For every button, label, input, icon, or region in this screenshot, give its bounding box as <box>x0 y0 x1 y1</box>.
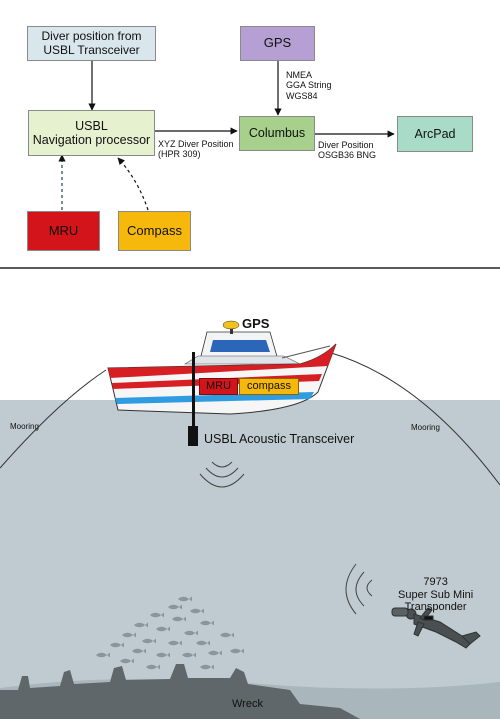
vessel-compass-tag: compass <box>239 378 299 395</box>
transponder-line2: Super Sub Mini <box>398 588 474 601</box>
usbl-edge-line2: (HPR 309) <box>158 149 201 160</box>
columbus-box-label: Columbus <box>248 126 306 141</box>
gps-antenna-mast <box>230 327 233 334</box>
diver-position-source-line1: Diver position from <box>41 28 142 43</box>
usbl-navigation-processor-box: USBL Navigation processor <box>28 110 155 156</box>
transponder-line1: 7973 <box>423 576 448 588</box>
mooring-right-text: Mooring <box>411 423 440 432</box>
usbl-edge-line1: XYZ Diver Position <box>158 139 234 149</box>
columbus-edge-line1: Diver Position <box>318 140 374 150</box>
usbl-edge-label: XYZ Diver Position (HPR 309) <box>158 139 234 160</box>
transponder-label: 7973 Super Sub Mini Transponder <box>398 576 473 614</box>
wreck-label: Wreck <box>232 698 263 711</box>
sea-water <box>0 400 500 719</box>
transceiver-head <box>188 426 198 446</box>
transponder-line3: Transponder <box>404 601 467 614</box>
vessel-hull-red-band <box>108 344 336 378</box>
transceiver-text: USBL Acoustic Transceiver <box>204 432 355 446</box>
mooring-line-left <box>0 369 107 469</box>
vessel-compass-text: compass <box>246 380 292 393</box>
mru-box: MRU <box>27 211 100 251</box>
gps-box-label: GPS <box>263 35 292 51</box>
mooring-left-text: Mooring <box>10 422 39 431</box>
vessel-gps-label: GPS <box>242 316 270 332</box>
gps-edge-label: NMEA GGA String WGS84 <box>286 70 332 101</box>
gps-box: GPS <box>240 26 315 61</box>
vessel-windows <box>210 340 270 352</box>
compass-box-label: Compass <box>127 222 182 238</box>
gps-edge-line2: GGA String <box>286 80 332 91</box>
mru-box-label: MRU <box>48 222 79 238</box>
columbus-edge-line2: OSGB36 BNG <box>318 150 377 161</box>
arrow-compass-to-usbl <box>117 157 149 211</box>
columbus-edge-label: Diver Position OSGB36 BNG <box>318 140 376 161</box>
vessel-mru-text: MRU <box>205 380 232 393</box>
vessel-bow-rail <box>281 345 331 359</box>
columbus-box: Columbus <box>239 116 315 151</box>
mooring-right-label: Mooring <box>411 423 440 432</box>
mooring-left-label: Mooring <box>10 422 39 431</box>
transceiver-pole <box>192 352 195 428</box>
wreck-text: Wreck <box>232 698 263 710</box>
diver-figure <box>391 607 481 649</box>
diver-position-source-line2: USBL Transceiver <box>43 42 140 57</box>
gps-antenna-dome <box>222 320 240 330</box>
vessel-gps-text: GPS <box>242 316 270 331</box>
transponder-acoustic-waves <box>345 563 373 615</box>
arcpad-box: ArcPad <box>397 116 473 152</box>
diver-position-source-box: Diver position from USBL Transceiver <box>27 26 156 61</box>
mooring-line-right <box>327 351 500 486</box>
usbl-processor-line1: USBL <box>75 118 108 133</box>
gps-edge-line3: WGS84 <box>286 90 318 101</box>
arcpad-box-label: ArcPad <box>414 126 456 141</box>
gps-edge-line1: NMEA <box>286 70 313 80</box>
vessel-deck <box>183 355 301 365</box>
usbl-processor-line2: Navigation processor <box>32 133 151 147</box>
transceiver-acoustic-waves <box>199 461 245 488</box>
compass-box: Compass <box>118 211 191 251</box>
vessel-mru-tag: MRU <box>199 378 238 395</box>
vessel-hull-blue-stripe <box>115 392 314 404</box>
transceiver-label: USBL Acoustic Transceiver <box>204 432 354 446</box>
wreck-silhouette <box>0 664 360 719</box>
